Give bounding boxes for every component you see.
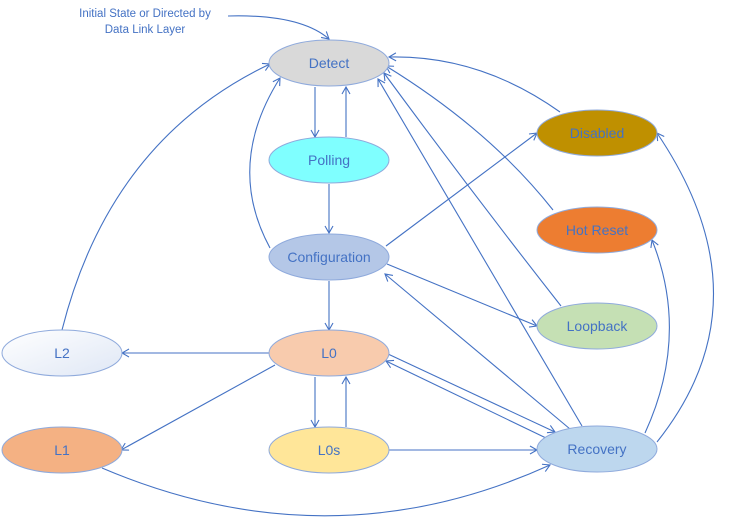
state-detect[interactable]: Detect: [268, 39, 390, 87]
state-configuration[interactable]: Configuration: [268, 233, 390, 281]
edge-recovery-to-hot-reset: [644, 238, 670, 434]
state-recovery[interactable]: Recovery: [536, 425, 658, 473]
state-l2[interactable]: L2: [1, 329, 123, 377]
edge-configuration-to-detect: [249, 77, 281, 249]
edge-recovery-to-disabled: [656, 132, 714, 443]
edge-l0-to-recovery: [387, 353, 557, 434]
state-label: L0s: [318, 442, 341, 458]
edge-l2-to-detect: [61, 62, 272, 331]
state-label: Hot Reset: [566, 222, 628, 238]
state-hot-reset[interactable]: Hot Reset: [536, 206, 658, 254]
state-loopback[interactable]: Loopback: [536, 302, 658, 350]
edge-initial-to-detect: [227, 15, 330, 40]
state-disabled[interactable]: Disabled: [536, 109, 658, 157]
edge-hot-reset-to-detect: [385, 65, 554, 211]
edge-loopback-to-detect: [383, 72, 562, 307]
state-l1[interactable]: L1: [1, 426, 123, 474]
state-label: L0: [321, 345, 337, 361]
state-label: Detect: [309, 55, 350, 71]
edge-disabled-to-detect: [387, 52, 561, 113]
edge-recovery-to-l0: [385, 359, 547, 439]
edge-recovery-to-detect: [377, 78, 583, 427]
edge-configuration-to-disabled: [385, 132, 538, 247]
edge-l0-to-l1: [120, 364, 276, 451]
edge-l1-to-recovery: [101, 463, 552, 517]
state-label: Loopback: [567, 318, 629, 334]
state-l0[interactable]: L0: [268, 329, 390, 377]
state-label: Configuration: [287, 249, 370, 265]
annotation-line-1: Initial State or Directed by: [79, 8, 211, 20]
state-label: Recovery: [567, 441, 626, 457]
state-polling[interactable]: Polling: [268, 136, 390, 184]
state-label: L2: [54, 345, 70, 361]
state-label: Disabled: [570, 125, 624, 141]
state-l0s[interactable]: L0s: [268, 426, 390, 474]
edge-configuration-to-loopback: [386, 263, 539, 328]
state-label: L1: [54, 442, 70, 458]
state-label: Polling: [308, 152, 350, 168]
edge-recovery-to-configuration: [384, 273, 571, 430]
annotation-line-2: Data Link Layer: [105, 24, 186, 36]
